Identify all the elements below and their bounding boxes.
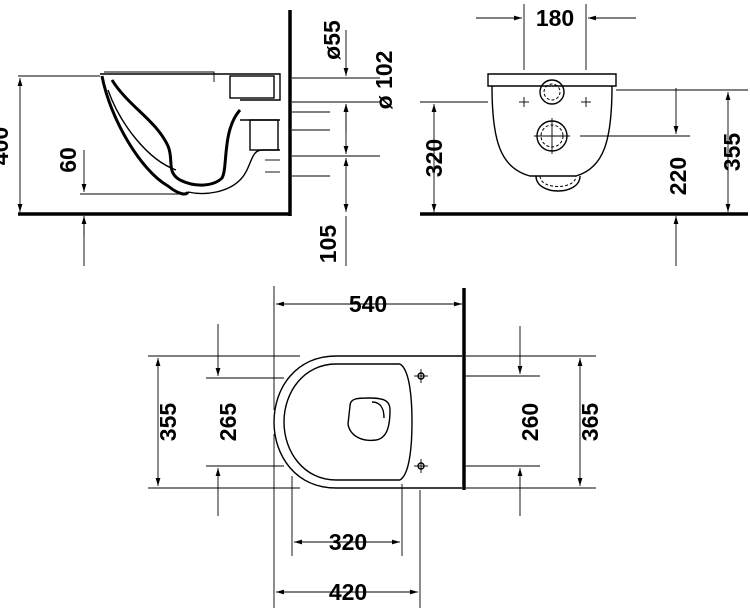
dim-400-label: 400	[0, 127, 13, 165]
dim-355-top-label: 355	[155, 403, 181, 442]
dim-320-rear-label: 320	[421, 139, 447, 177]
dim-o55-label: ø55	[319, 20, 345, 60]
dim-365-label: 365	[577, 403, 603, 442]
dim-320-top-label: 320	[329, 529, 367, 555]
dim-355-rear-label: 355	[719, 133, 745, 172]
top-view: 540 355 265 260 365 320 420	[148, 286, 603, 608]
dim-220-label: 220	[665, 157, 691, 195]
side-toilet-outline	[100, 71, 281, 196]
dim-260-label: 260	[517, 403, 543, 441]
side-view: 400 60 ø55 ø 102 105	[0, 10, 397, 266]
rear-bowl-outline	[487, 73, 617, 192]
dim-540-label: 540	[349, 291, 387, 317]
dim-o102-label: ø 102	[371, 51, 397, 110]
rear-holes	[519, 79, 591, 154]
top-seat-outline	[273, 355, 462, 489]
dim-180-label: 180	[536, 5, 574, 31]
dim-420-label: 420	[329, 579, 367, 605]
dim-265-label: 265	[215, 403, 241, 442]
top-fixing-points	[414, 369, 428, 473]
side-extension-lines	[18, 75, 380, 195]
rear-view: 180 320 220 355	[420, 4, 748, 266]
dim-60-label: 60	[55, 147, 81, 173]
dim-105-label: 105	[315, 225, 341, 264]
